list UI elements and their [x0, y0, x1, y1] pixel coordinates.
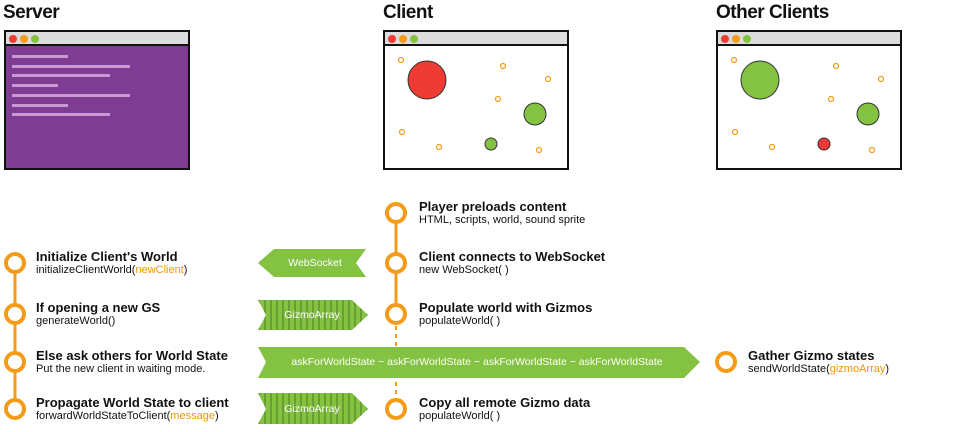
- ask-world-state-label: askForWorldState ~ askForWorldState ~ as…: [291, 356, 663, 368]
- minimize-dot-icon: [399, 35, 407, 43]
- client-window: [383, 30, 569, 170]
- client-step-preload: Player preloads content HTML, scripts, w…: [419, 199, 585, 226]
- server-step-ask-others: Else ask others for World State Put the …: [36, 348, 228, 375]
- close-dot-icon: [721, 35, 729, 43]
- code-lines-graphic: [12, 55, 130, 116]
- window-titlebar: [385, 32, 567, 46]
- client-step-node: [385, 252, 407, 274]
- step-title: If opening a new GS: [36, 300, 161, 315]
- window-titlebar: [6, 32, 188, 46]
- step-title: Gather Gizmo states: [748, 348, 875, 363]
- step-subtitle: sendWorldState(gizmoArray): [748, 363, 890, 375]
- client-step-node: [385, 202, 407, 224]
- step-subtitle: initializeClientWorld(newClient): [36, 264, 188, 276]
- gizmo-array-label-2: GizmoArray: [284, 403, 340, 415]
- maximize-dot-icon: [743, 35, 751, 43]
- minimize-dot-icon: [732, 35, 740, 43]
- step-subtitle: HTML, scripts, world, sound sprite: [419, 214, 586, 226]
- other-clients-heading: Other Clients: [716, 2, 829, 23]
- step-title: Client connects to WebSocket: [419, 249, 606, 264]
- server-step-node: [4, 252, 26, 274]
- gizmo-array-arrow-1: [258, 300, 368, 330]
- client-step-copy: Copy all remote Gizmo data populateWorld…: [419, 395, 590, 422]
- client-step-node: [385, 303, 407, 325]
- client-heading: Client: [383, 2, 433, 23]
- other-world-graphic: [730, 56, 885, 154]
- maximize-dot-icon: [410, 35, 418, 43]
- step-title: Else ask others for World State: [36, 348, 228, 363]
- server-step-node: [4, 398, 26, 420]
- gizmo-array-label-1: GizmoArray: [284, 309, 340, 321]
- client-step-populate: Populate world with Gizmos populateWorld…: [419, 300, 592, 327]
- server-step-init: Initialize Client's World initializeClie…: [36, 249, 187, 276]
- client-step-connect: Client connects to WebSocket new WebSock…: [419, 249, 605, 276]
- step-subtitle: new WebSocket( ): [419, 264, 509, 276]
- client-world-graphic: [397, 56, 552, 154]
- server-step-new-gs: If opening a new GS generateWorld(): [36, 300, 160, 327]
- step-subtitle: Put the new client in waiting mode.: [36, 363, 206, 375]
- close-dot-icon: [388, 35, 396, 43]
- server-step-propagate: Propagate World State to client forwardW…: [36, 395, 229, 422]
- step-title: Player preloads content: [419, 199, 567, 214]
- websocket-arrow-label: WebSocket: [288, 257, 342, 269]
- step-title: Populate world with Gizmos: [419, 300, 593, 315]
- server-heading: Server: [3, 2, 60, 23]
- server-step-node: [4, 303, 26, 325]
- step-subtitle: populateWorld( ): [419, 410, 501, 422]
- step-title: Initialize Client's World: [36, 249, 178, 264]
- step-subtitle: populateWorld( ): [419, 315, 501, 327]
- step-title: Copy all remote Gizmo data: [419, 395, 591, 410]
- server-window: [4, 30, 190, 170]
- step-title: Propagate World State to client: [36, 395, 229, 410]
- gizmo-array-arrow-2: [258, 393, 368, 424]
- client-step-node: [385, 398, 407, 420]
- other-step-gather: Gather Gizmo states sendWorldState(gizmo…: [748, 348, 889, 375]
- close-dot-icon: [9, 35, 17, 43]
- step-subtitle: generateWorld(): [36, 315, 116, 327]
- maximize-dot-icon: [31, 35, 39, 43]
- arg-new-client: newClient: [135, 264, 184, 276]
- server-step-node: [4, 351, 26, 373]
- step-subtitle: forwardWorldStateToClient(message): [36, 410, 219, 422]
- websocket-arrow: [258, 249, 366, 277]
- arg-message: message: [170, 410, 215, 422]
- window-titlebar: [718, 32, 900, 46]
- minimize-dot-icon: [20, 35, 28, 43]
- other-step-node: [715, 351, 737, 373]
- arg-gizmo-array: gizmoArray: [829, 363, 886, 375]
- other-clients-window: [716, 30, 902, 170]
- ask-world-state-arrow: [258, 347, 700, 378]
